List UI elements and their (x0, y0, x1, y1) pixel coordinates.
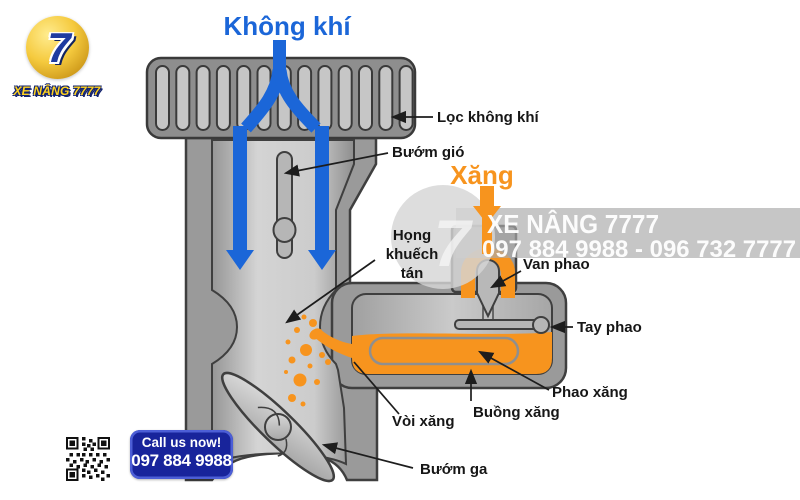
label-float-valve: Van phao (523, 256, 590, 273)
choke-valve (272, 151, 297, 259)
leader-choke (283, 152, 389, 177)
cta-phone: 097 884 9988 (131, 451, 232, 471)
watermark-name: XE NÂNG 7777 (487, 209, 659, 239)
fuel-flow-title: Xăng (450, 160, 514, 190)
label-fuel-nozzle: Vòi xăng (392, 413, 455, 430)
fuel-inlet-arrow (473, 186, 501, 254)
logo-text: XE NÂNG 7777 (13, 84, 101, 98)
fuel-spray (284, 314, 331, 407)
label-fuel-chamber: Buồng xăng (473, 404, 560, 421)
label-venturi-3: tán (401, 265, 424, 282)
label-venturi-1: Họng (393, 227, 431, 244)
air-flow-arrows (226, 40, 336, 270)
leader-float-valve (489, 270, 522, 289)
brand-logo: 7 XE NÂNG 7777 (12, 16, 102, 98)
throttle-valve (220, 371, 336, 483)
label-throttle-valve: Bướm ga (420, 461, 488, 478)
watermark-phones: 097 884 9988 - 096 732 7777 (482, 236, 796, 263)
part-labels: Lọc không khí Bướm gió Họng khuếch tán V… (386, 109, 642, 478)
watermark-badge-number: 7 (434, 206, 474, 280)
label-air-filter: Lọc không khí (437, 109, 540, 126)
float-chamber (351, 293, 553, 375)
cta-badge[interactable]: Call us now! 097 884 9988 (130, 430, 233, 479)
watermark-badge (391, 185, 495, 289)
label-venturi-2: khuếch (386, 246, 439, 263)
leader-venturi (285, 259, 376, 324)
label-float-buoy: Phao xăng (552, 384, 628, 401)
logo-circle: 7 (25, 16, 89, 79)
qr-code (66, 437, 110, 481)
leader-throttle (321, 442, 414, 469)
watermark-band (456, 208, 800, 258)
leader-lines (283, 110, 573, 469)
air-flow-title: Không khí (223, 11, 351, 41)
label-choke-valve: Bướm gió (392, 144, 464, 161)
watermark: 7 (391, 185, 800, 289)
float-arm-pivot (532, 316, 550, 334)
float-arm (454, 319, 541, 330)
leader-float-buoy (477, 350, 550, 391)
logo-number: 7 (47, 23, 71, 71)
leader-fuel-nozzle (353, 361, 400, 415)
label-float-arm: Tay phao (577, 319, 642, 336)
cta-line1: Call us now! (141, 435, 222, 450)
